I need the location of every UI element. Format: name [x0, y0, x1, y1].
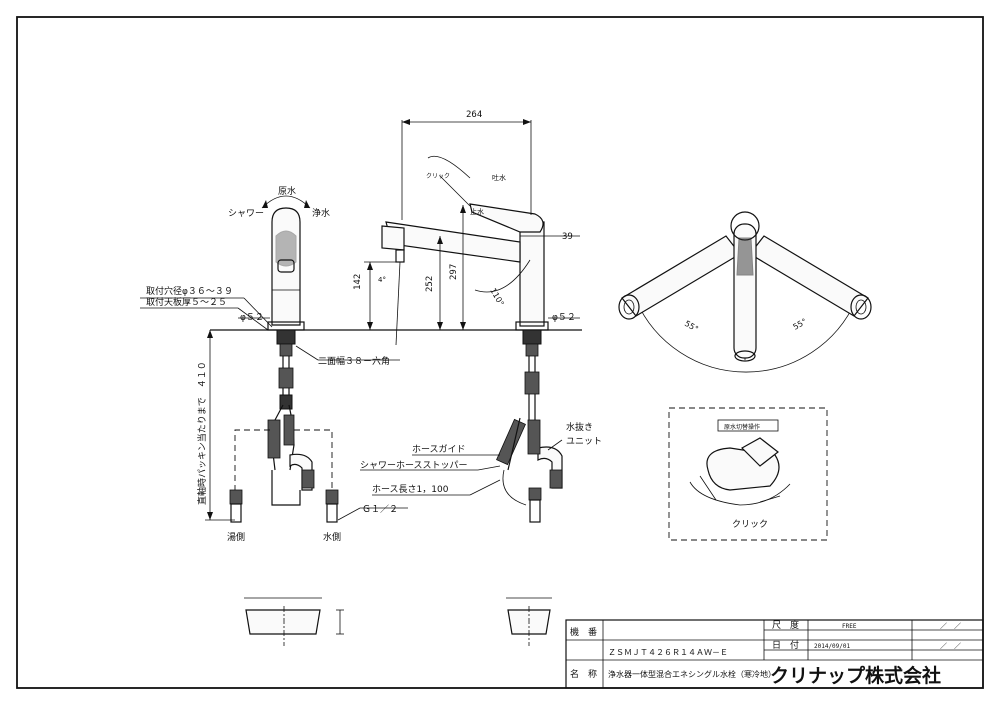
text-labels: 264 142 252 297 39 φ５２ φ５２ 直軸時パッキン当たりまで … — [146, 110, 961, 687]
front-view-faucet — [229, 207, 339, 523]
dim-39: 39 — [562, 232, 573, 242]
dim-264: 264 — [466, 110, 482, 120]
label-switch-box: 原水切替操作 — [724, 423, 760, 431]
dimension-lines — [140, 119, 580, 521]
label-hose-guide: ホースガイド — [412, 444, 466, 455]
title-date-label: 日 付 — [772, 640, 799, 651]
label-g12: Ｇ１／２ — [362, 504, 398, 515]
angle-55-left: 55° — [683, 319, 700, 334]
label-hole-diameter: 取付穴径φ３６～３９ — [146, 285, 233, 297]
label-purified: 浄水 — [312, 207, 330, 219]
top-view-faucet — [618, 211, 872, 373]
title-model-value: ＺＳＭＪＴ４２６Ｒ１４ＡＷ－Ｅ — [608, 648, 728, 657]
title-slash-1: ／ ／ — [940, 622, 961, 630]
title-name-label: 名 称 — [570, 668, 597, 680]
label-drain-2: ユニット — [566, 437, 602, 447]
lever-arc — [261, 195, 311, 209]
title-block — [565, 619, 984, 689]
label-hose-length: ホース長さ1，100 — [372, 484, 449, 495]
title-model-label: 機 番 — [570, 626, 597, 638]
label-shower: シャワー — [228, 209, 264, 219]
angle-4: 4° — [378, 276, 386, 284]
label-hex-width: 二面幅３８－六角 — [318, 355, 390, 367]
label-hose-stopper: シャワーホースストッパー — [360, 460, 468, 471]
switch-detail-faucet — [689, 437, 791, 506]
label-drain-1: 水抜き — [566, 421, 593, 433]
title-scale-label: 尺 度 — [772, 619, 799, 631]
angle-55-right: 55° — [792, 317, 809, 332]
title-date-value: 2014/09/01 — [814, 643, 851, 650]
dim-297: 297 — [449, 264, 459, 280]
label-cold-side: 水側 — [323, 531, 341, 543]
title-name-value: 浄水器一体型混合エネシングル水栓（寒冷地） — [608, 669, 776, 679]
side-view-faucet — [381, 155, 563, 523]
switch-label-box — [717, 419, 779, 432]
phi52-right: φ５２ — [552, 313, 576, 323]
outer-frame — [16, 16, 984, 689]
label-plate-thickness: 取付天板厚５～２５ — [146, 296, 227, 308]
label-stop: 止水 — [470, 207, 484, 216]
label-click-box: クリック — [732, 519, 768, 530]
label-raw-water: 原水 — [278, 185, 296, 197]
title-slash-2: ／ ／ — [940, 642, 961, 650]
bottom-parts — [244, 597, 552, 646]
label-hot-side: 湯側 — [227, 531, 245, 543]
company-name: クリナップ株式会社 — [770, 664, 941, 687]
label-click-top: クリック — [426, 173, 450, 180]
phi52-left: φ５２ — [240, 313, 264, 323]
label-spout: 吐水 — [492, 173, 506, 182]
angle-110: 110° — [488, 287, 505, 308]
dim-252: 252 — [425, 276, 435, 292]
dim-410: 直軸時パッキン当たりまで ４１０ — [196, 361, 208, 505]
switch-detail-box — [668, 407, 828, 541]
title-scale-value: FREE — [842, 623, 857, 630]
dim-142: 142 — [353, 274, 363, 290]
